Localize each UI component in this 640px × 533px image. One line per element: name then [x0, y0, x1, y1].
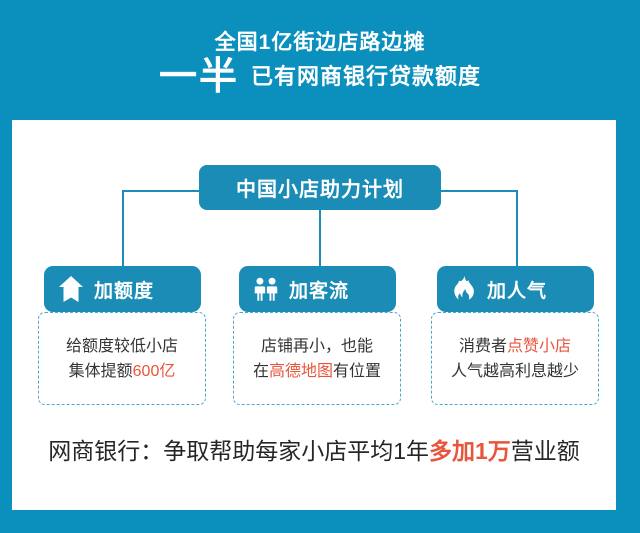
desc-text: 给额度较低小店 [65, 337, 178, 355]
branch-title-add-popularity: 加人气 [487, 280, 548, 302]
root-node[interactable]: 中国小店助力计划 [199, 165, 441, 210]
connector-left-drop [122, 190, 124, 266]
desc-text: 店铺再小，也能 [260, 337, 373, 355]
connector-root-down [319, 210, 321, 266]
footer-suffix: 营业额 [510, 438, 580, 464]
two-people-icon [254, 277, 278, 301]
branch-header-add-traffic[interactable]: 加客流 [239, 266, 396, 312]
footer-highlight: 多加1万 [429, 438, 511, 464]
desc-line-2: 在高德地图有位置 [253, 359, 381, 384]
branch-desc-add-traffic: 店铺再小，也能 在高德地图有位置 [233, 312, 401, 405]
desc-text: 在 [252, 362, 269, 380]
branch-desc-add-credit: 给额度较低小店 集体提额600亿 [38, 312, 206, 405]
branch-header-add-credit[interactable]: 加额度 [44, 266, 201, 312]
header-big-number: 一半 [158, 56, 239, 98]
desc-line-1: 消费者点赞小店 [459, 334, 571, 359]
flame-icon [454, 276, 474, 300]
desc-line-2: 人气越高利息越少 [451, 359, 579, 384]
desc-line-1: 店铺再小，也能 [261, 334, 373, 359]
branch-header-add-popularity[interactable]: 加人气 [437, 266, 594, 312]
desc-line-1: 给额度较低小店 [66, 334, 178, 359]
desc-text: 人气越高利息越少 [450, 362, 579, 380]
desc-highlight: 600亿 [132, 362, 176, 380]
header-subtitle: 全国1亿街边店路边摊 [214, 31, 426, 54]
branch-desc-add-popularity: 消费者点赞小店 人气越高利息越少 [431, 312, 599, 405]
up-arrow-icon [59, 276, 83, 302]
header-title-row: 一半已有网商银行贷款额度 [0, 58, 640, 96]
desc-text-tail: 有位置 [333, 362, 382, 380]
footer-statement: 网商银行：争取帮助每家小店平均1年多加1万营业额 [12, 432, 616, 466]
branch-title-add-traffic: 加客流 [289, 280, 350, 302]
header-title-rest: 已有网商银行贷款额度 [251, 64, 482, 89]
desc-text: 集体提额 [68, 362, 133, 380]
branch-title-add-credit: 加额度 [94, 280, 155, 302]
footer-prefix: 网商银行：争取帮助每家小店平均1年 [48, 438, 429, 464]
desc-text: 消费者 [458, 337, 507, 355]
desc-line-2: 集体提额600亿 [69, 359, 176, 384]
connector-right-drop [516, 190, 518, 266]
desc-highlight: 点赞小店 [507, 337, 572, 355]
root-node-label: 中国小店助力计划 [236, 179, 404, 201]
header: 全国1亿街边店路边摊 一半已有网商银行贷款额度 [0, 0, 640, 120]
desc-highlight: 高德地图 [268, 362, 333, 380]
